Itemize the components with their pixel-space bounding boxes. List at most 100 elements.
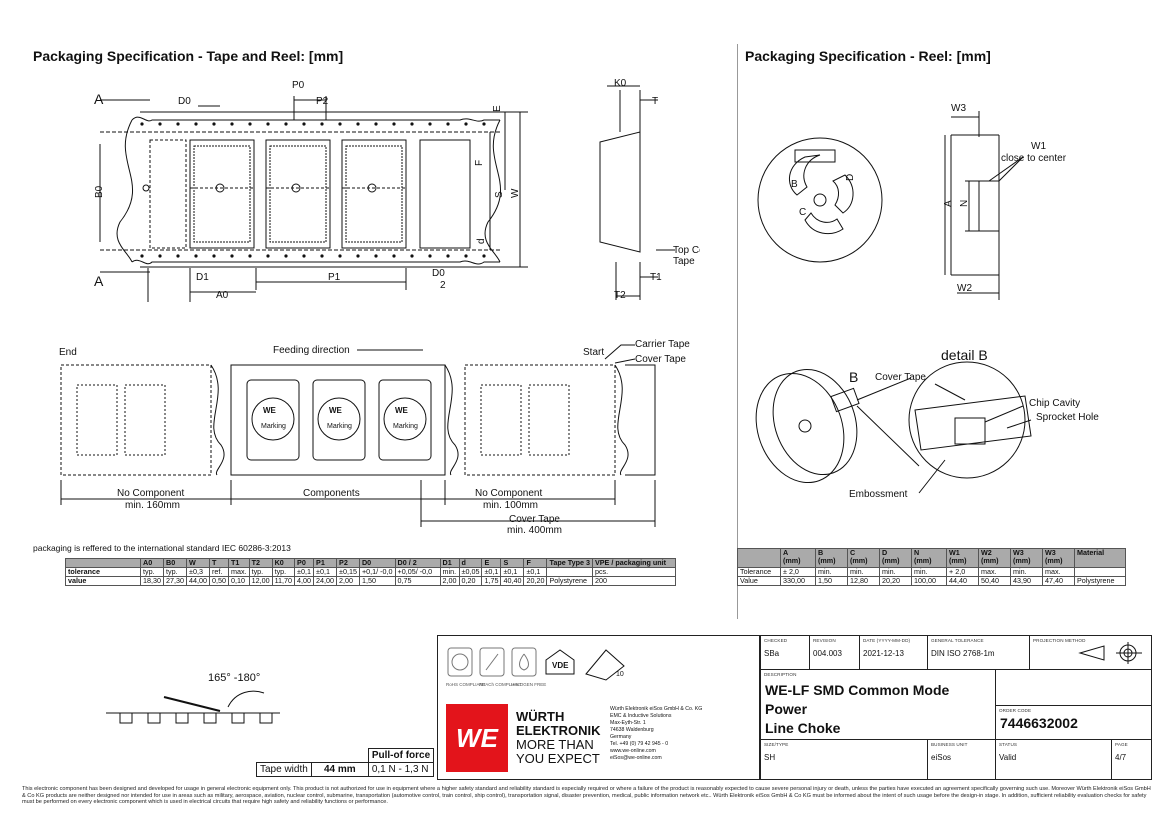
dim-W: W — [510, 188, 521, 198]
checked-value: SBa — [764, 649, 780, 658]
dim-d: d — [476, 238, 487, 244]
detail-b-callout: B — [849, 369, 858, 385]
description-line-2: Line Choke — [765, 720, 841, 736]
table-cell: 1,75 — [481, 576, 502, 586]
vde-mark: VDE — [552, 661, 569, 670]
description-line-1: WE-LF SMD Common Mode Power — [765, 682, 950, 717]
table-cell: 20,20 — [879, 576, 912, 586]
table-cell: 4,00 — [294, 576, 315, 586]
revision-value: 004.003 — [813, 649, 842, 658]
reel-header: N (mm) — [911, 548, 947, 568]
address-line: Max-Eyth-Str. 1 — [610, 720, 646, 726]
table-cell: 100,00 — [911, 576, 947, 586]
page-value: 4/7 — [1115, 753, 1127, 762]
table-cell: 44,00 — [186, 576, 210, 586]
description-cell: DESCRIPTION WE-LF SMD Common Mode Power … — [760, 670, 996, 740]
table-cell: 0,20 — [458, 576, 483, 586]
reel-drawing: W3 W1 close to center A N W2 B C D — [757, 103, 1067, 300]
title-block: RoHS COMPLIANT REACh COMPLIANT HALOGEN F… — [437, 635, 1152, 780]
dim-T2: T2 — [614, 290, 626, 301]
tape-spec-table: A0 B0 W T T1 T2 K0 P0 P1 P2 D0 D0 / 2 D1… — [65, 558, 676, 586]
table-cell: 11,70 — [271, 576, 296, 586]
table-cell: 2,00 — [439, 576, 460, 586]
dim-K0: K0 — [614, 78, 627, 89]
pull-force-header: Pull-of force — [367, 748, 435, 763]
detail-chip-cavity: Chip Cavity — [1029, 398, 1080, 409]
reel-header: Material — [1074, 548, 1126, 568]
logo-region: RoHS COMPLIANT REACh COMPLIANT HALOGEN F… — [438, 636, 760, 779]
address-line: Tel. +49 (0) 79 42 945 - 0 — [610, 741, 669, 747]
table-row: Pull-of force — [257, 748, 435, 763]
table-cell: Polystyrene — [546, 576, 593, 586]
reel-dim-C: C — [799, 207, 806, 218]
dim-D0-bottom: D0 — [432, 268, 445, 279]
marking-1: Marking — [261, 423, 286, 430]
peel-angle-drawing: 165° -180° — [106, 672, 280, 724]
tape-width-value: 44 mm — [310, 762, 369, 777]
projection-cell: PROJECTION METHOD — [1030, 636, 1151, 670]
brand-line-2: ELEKTRONIK — [516, 723, 601, 738]
table-cell: Polystyrene — [1074, 576, 1126, 586]
dim-D0-top: D0 — [178, 96, 191, 107]
table-cell: 1,50 — [815, 576, 848, 586]
feed-direction-label: Feeding direction — [273, 345, 350, 356]
reel-header: W3 (mm) — [1010, 548, 1043, 568]
table-cell: 0,50 — [209, 576, 229, 586]
table-cell: 47,40 — [1042, 576, 1075, 586]
marking-2: Marking — [327, 423, 352, 430]
dim-S: S — [494, 191, 505, 198]
projection-method-icon — [1078, 642, 1142, 664]
address-line: EMC & Inductive Solutions — [610, 713, 672, 719]
reel-spec-table: A (mm) B (mm) C (mm) D (mm) N (mm) W1 (m… — [737, 548, 1126, 586]
cover-tape-label: Cover Tape — [635, 354, 686, 365]
brand-line-3: MORE THAN — [516, 737, 594, 752]
reel-header: W3 (mm) — [1042, 548, 1075, 568]
size-value: SH — [764, 753, 776, 762]
reel-close-to-center: close to center — [1001, 153, 1067, 164]
feed-end-label: End — [59, 347, 77, 358]
table-cell: 0,10 — [228, 576, 250, 586]
reel-dim-A: A — [943, 200, 954, 207]
table-cell: 0,75 — [394, 576, 441, 586]
table-cell: 1,50 — [358, 576, 396, 586]
cert-number: 10 — [616, 671, 624, 678]
dim-P0: P0 — [292, 80, 305, 91]
detail-b-drawing: B detail B Cover Tape Chip Cavity Sprock… — [755, 347, 1099, 500]
table-cell: value — [65, 576, 141, 586]
we-mark-3: WE — [395, 406, 409, 415]
table-cell: 200 — [591, 576, 676, 586]
no-component-left: No Component — [117, 488, 184, 499]
reel-dim-D: D — [845, 174, 856, 181]
tape-drawing: A A D0 P0 P2 E F S W d B0 D1 A0 P1 D0 2 … — [94, 78, 700, 302]
brand-line-4: YOU EXPECT — [516, 751, 600, 766]
reel-dim-W2: W2 — [957, 283, 972, 294]
address-line: eiSos@we-online.com — [610, 755, 662, 761]
table-cell: 12,00 — [248, 576, 273, 586]
brand-line-1: WÜRTH — [516, 709, 565, 724]
tape-spec-header: Tape Type 3 — [546, 558, 593, 568]
pull-force-value: 0,1 N - 1,3 N — [367, 762, 435, 777]
dim-A-top: A — [94, 91, 104, 107]
dim-T: T — [652, 96, 658, 107]
feed-start-label: Start — [583, 347, 604, 358]
date-cell: DATE (YYYY-MM-DD)2021-12-13 — [860, 636, 928, 670]
company-address: Würth Elektronik eiSos GmbH & Co. KG EMC… — [610, 706, 702, 762]
top-cover-tape-label-2: Tape — [673, 256, 695, 267]
left-section-title: Packaging Specification - Tape and Reel:… — [33, 48, 344, 64]
tape-spec-header-row: A0 B0 W T T1 T2 K0 P0 P1 P2 D0 D0 / 2 D1… — [65, 558, 676, 568]
dim-P2: P2 — [316, 96, 329, 107]
detail-cover-tape: Cover Tape — [875, 372, 926, 383]
we-mark-2: WE — [329, 406, 343, 415]
detail-sprocket-hole: Sprocket Hole — [1036, 412, 1099, 423]
table-cell: 12,80 — [847, 576, 880, 586]
reel-header: C (mm) — [847, 548, 880, 568]
dim-T1: T1 — [650, 272, 662, 283]
business-unit-value: eiSos — [931, 753, 952, 762]
address-line: Germany — [610, 734, 632, 740]
